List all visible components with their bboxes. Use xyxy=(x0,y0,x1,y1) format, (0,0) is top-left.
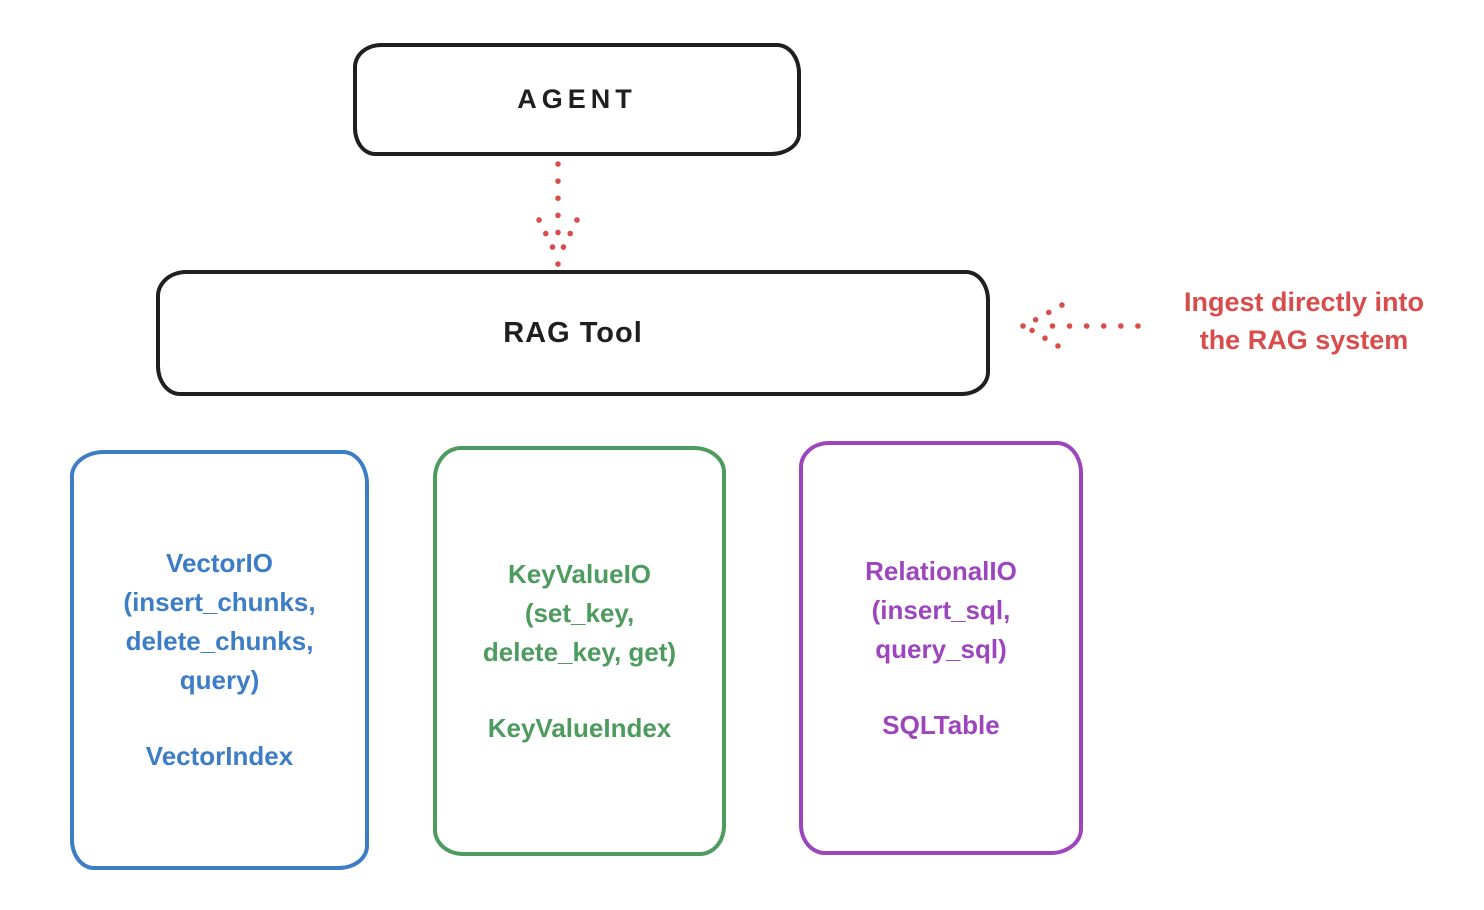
vector-io-box: VectorIO (insert_chunks, delete_chunks, … xyxy=(70,450,369,870)
agent-to-rag-arrow-icon xyxy=(536,161,580,267)
keyvalue-io-box: KeyValueIO (set_key, delete_key, get) Ke… xyxy=(433,446,726,856)
ingest-annotation-line1: Ingest directly into xyxy=(1183,287,1425,317)
keyvalue-index-label: KeyValueIndex xyxy=(487,712,672,743)
keyvalue-io-line: delete_key, get) xyxy=(482,636,677,667)
relational-io-line: RelationalIO xyxy=(865,555,1017,586)
vector-io-line: (insert_chunks, xyxy=(123,587,316,617)
keyvalue-io-line: (set_key, xyxy=(524,597,635,628)
agent-label: AGENT xyxy=(517,84,637,114)
relational-io-box: RelationalIO (insert_sql, query_sql) SQL… xyxy=(799,441,1083,855)
vector-io-line: VectorIO xyxy=(166,548,273,578)
vector-io-line: delete_chunks, xyxy=(125,626,314,656)
relational-io-line: query_sql) xyxy=(875,633,1007,664)
ingest-annotation: Ingest directly into the RAG system xyxy=(1138,283,1470,359)
rag-tool-label: RAG Tool xyxy=(503,316,643,349)
agent-box: AGENT xyxy=(353,43,801,156)
ingest-arrow-icon xyxy=(1020,302,1141,349)
relational-io-line: (insert_sql, xyxy=(871,594,1011,625)
vector-index-label: VectorIndex xyxy=(145,741,294,771)
keyvalue-io-line: KeyValueIO xyxy=(507,558,652,589)
sql-table-label: SQLTable xyxy=(882,709,1000,740)
ingest-annotation-line2: the RAG system xyxy=(1199,325,1409,355)
vector-io-line: query) xyxy=(179,665,260,695)
rag-tool-box: RAG Tool xyxy=(156,270,990,396)
